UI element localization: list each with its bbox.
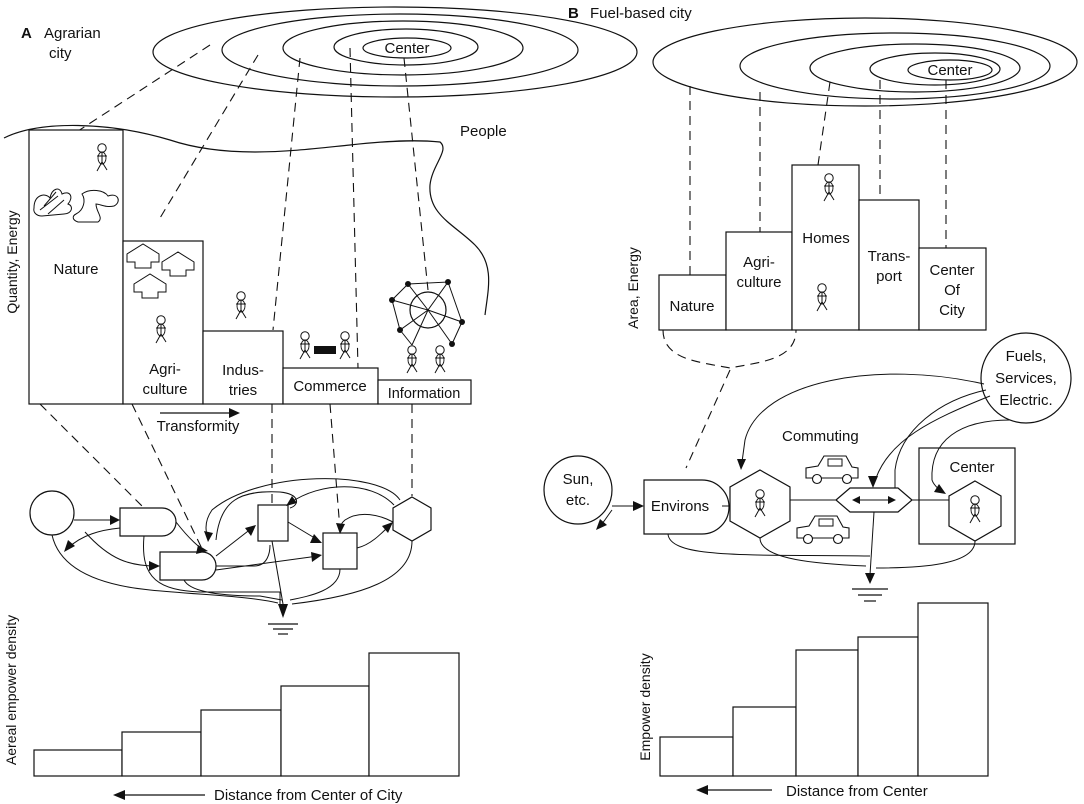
consumer-2	[322, 532, 358, 570]
panel-a-distance-arrow	[113, 790, 205, 800]
sun-label-2: etc.	[566, 492, 590, 509]
b-bar-center-label-1: Center	[929, 262, 974, 279]
producer-1	[119, 507, 177, 537]
b-bar-center	[918, 247, 987, 331]
panel-a-density-axis-label: Aereal empower density	[3, 615, 19, 765]
industries-person-icon	[235, 291, 247, 320]
car-icon-2	[796, 515, 850, 545]
bar-nature-label: Nature	[53, 261, 98, 278]
commuting-label: Commuting	[782, 428, 859, 445]
bar-information-label: Information	[388, 386, 461, 402]
nature-plants-icon	[33, 188, 119, 223]
panel-b: B Fuel-based city Center Area, Energy Na…	[543, 5, 1078, 800]
people-curve	[3, 124, 490, 316]
panel-b-bars	[658, 164, 987, 331]
panel-a: A Agrarian city Center People Quantity, …	[3, 6, 638, 804]
fuels-label-2: Services,	[995, 370, 1057, 387]
environs-label: Environs	[651, 498, 709, 515]
density-bar-5	[368, 652, 460, 777]
panel-a-title-line1: Agrarian	[44, 25, 101, 42]
panel-a-city-rings: Center	[152, 6, 638, 98]
panel-a-density-bars	[33, 652, 460, 777]
commerce-trade-icon	[299, 331, 351, 360]
producer-2	[159, 551, 217, 581]
b-bar-transport-label-1: Trans-	[868, 248, 911, 265]
panel-b-title: Fuel-based city	[590, 5, 692, 22]
b-bar-center-label-2: Of	[944, 282, 961, 299]
density-bar-3	[200, 709, 282, 777]
fuels-label-1: Fuels,	[1006, 348, 1047, 365]
bar-commerce-label: Commerce	[293, 378, 366, 395]
density-bar-4	[280, 685, 370, 777]
panel-b-energy-network: Center	[596, 373, 1016, 602]
panel-b-brace-dash	[685, 369, 731, 469]
panel-a-distance-label: Distance from Center of City	[214, 787, 403, 804]
bar-information	[377, 379, 472, 405]
panel-b-density-axis-label: Empower density	[637, 653, 653, 760]
sun-label-1: Sun,	[563, 471, 594, 488]
b-bar-nature-label: Nature	[669, 298, 714, 315]
density-bar-2	[121, 731, 202, 777]
b-density-bar-3	[795, 649, 859, 777]
panel-b-letter: B	[568, 5, 579, 22]
people-label: People	[460, 123, 507, 140]
information-hexagon	[392, 496, 432, 542]
panel-b-density-bars	[659, 602, 989, 777]
bar-agriculture-label-2: culture	[142, 381, 187, 398]
b-density-bar-1	[659, 736, 734, 777]
panel-a-energy-network	[29, 478, 432, 635]
b-bar-transport	[858, 199, 920, 331]
panel-b-center-label: Center	[927, 62, 972, 79]
consumer-1	[257, 504, 289, 542]
panel-b-distance-arrow	[696, 785, 772, 795]
density-bar-1	[33, 749, 123, 777]
panel-b-ring-dashes	[689, 80, 947, 275]
b-density-bar-4	[857, 636, 919, 777]
bar-industries-label-2: tries	[229, 382, 257, 399]
source-circle	[29, 490, 75, 536]
b-bar-nature	[658, 274, 727, 331]
panel-a-bar-dashes	[39, 403, 413, 556]
b-bar-center-label-3: City	[939, 302, 965, 319]
sun-source-circle	[543, 455, 613, 525]
panel-b-city-rings: Center	[652, 17, 1078, 107]
panel-b-y-axis-label: Area, Energy	[625, 247, 641, 329]
panel-b-brace	[662, 329, 797, 369]
panel-a-title-line2: city	[49, 45, 72, 62]
bar-nature	[28, 129, 124, 405]
car-icon-1	[805, 455, 859, 485]
center-box-label: Center	[949, 459, 994, 476]
panel-a-letter: A	[21, 25, 32, 42]
bar-industries	[202, 330, 284, 405]
b-bar-homes-label: Homes	[802, 230, 850, 247]
transformity-arrow	[160, 408, 240, 418]
b-bar-agriculture-label-2: culture	[736, 274, 781, 291]
panel-a-center-label: Center	[384, 40, 429, 57]
b-bar-transport-label-2: port	[876, 268, 903, 285]
transformity-label: Transformity	[157, 418, 240, 435]
b-density-bar-5	[917, 602, 989, 777]
panel-a-y-axis-label: Quantity, Energy	[4, 210, 20, 313]
b-bar-agriculture-label-1: Agri-	[743, 254, 775, 271]
environs-box	[643, 479, 730, 535]
b-density-bar-2	[732, 706, 797, 777]
information-network-icon	[389, 279, 465, 374]
bar-industries-label-1: Indus-	[222, 362, 264, 379]
panel-b-distance-label: Distance from Center	[786, 783, 928, 800]
bar-agriculture-label-1: Agri-	[149, 361, 181, 378]
fuels-label-3: Electric.	[999, 392, 1052, 409]
fuels-source-circle	[980, 332, 1072, 424]
